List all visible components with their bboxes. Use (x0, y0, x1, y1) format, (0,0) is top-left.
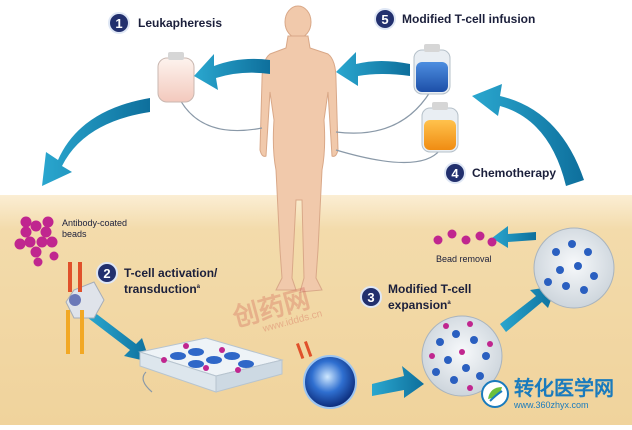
step-3-label: Modified T-cell expansiona (388, 282, 471, 312)
bead-removal-dish (533, 227, 615, 309)
step-2-footnote: a (196, 284, 201, 290)
arrow-to-leukapheresis-bag (194, 54, 270, 90)
brand-name: 转化医学网 (514, 378, 614, 400)
iv-lines (142, 91, 441, 393)
step-3-label-line2: expansion (388, 298, 448, 312)
arrow-cell-to-expansion (372, 366, 424, 398)
arrow-expansion-to-infusion (472, 84, 584, 186)
antibody-beads-line1: Antibody-coated (62, 218, 128, 228)
antibody-receptor (65, 262, 105, 354)
step-4-label: Chemotherapy (472, 166, 557, 180)
modified-t-cell (296, 340, 357, 409)
step-4-badge: 4 (444, 162, 466, 184)
bead-removal-label: Bead removal (436, 254, 492, 264)
antibody-beads-label: Antibody-coated beads (62, 218, 127, 240)
arrow-expansion-to-flask (500, 286, 556, 332)
leukapheresis-bag (157, 52, 195, 103)
step-1-label: Leukapheresis (138, 16, 223, 30)
process-arrows (42, 52, 584, 398)
arrow-activation-to-culture (88, 312, 150, 362)
step-5-label: Modified T-cell infusion (402, 12, 536, 26)
brand-url: www.360zhyx.com (514, 400, 589, 410)
step-3-label-line1: Modified T-cell (388, 282, 472, 296)
step-2-label: T-cell activation/ transductiona (124, 266, 217, 296)
step-2-badge: 2 (96, 262, 118, 284)
step-1-badge: 1 (108, 12, 130, 34)
chemotherapy-bag (421, 102, 459, 153)
removed-beads (433, 229, 497, 247)
step-2-label-line2: transduction (124, 282, 197, 296)
antibody-beads-line2: beads (62, 229, 87, 239)
patient-figure (259, 5, 339, 293)
brand-logo: 转化医学网 www.360zhyx.com (480, 378, 614, 410)
arrow-bead-removal (492, 226, 536, 248)
culture-flask (138, 337, 284, 393)
arrow-infusion-to-patient (336, 52, 410, 86)
antibody-bead-cluster (14, 216, 59, 267)
step-2-label-line1: T-cell activation/ (124, 266, 218, 280)
step-5-badge: 5 (374, 8, 396, 30)
arrow-to-lab (42, 98, 150, 186)
brand-leaf-icon (481, 380, 509, 408)
infusion-bag (413, 44, 451, 95)
step-3-badge: 3 (360, 286, 382, 308)
step-3-footnote: a (447, 300, 451, 306)
expansion-dish (421, 315, 503, 397)
